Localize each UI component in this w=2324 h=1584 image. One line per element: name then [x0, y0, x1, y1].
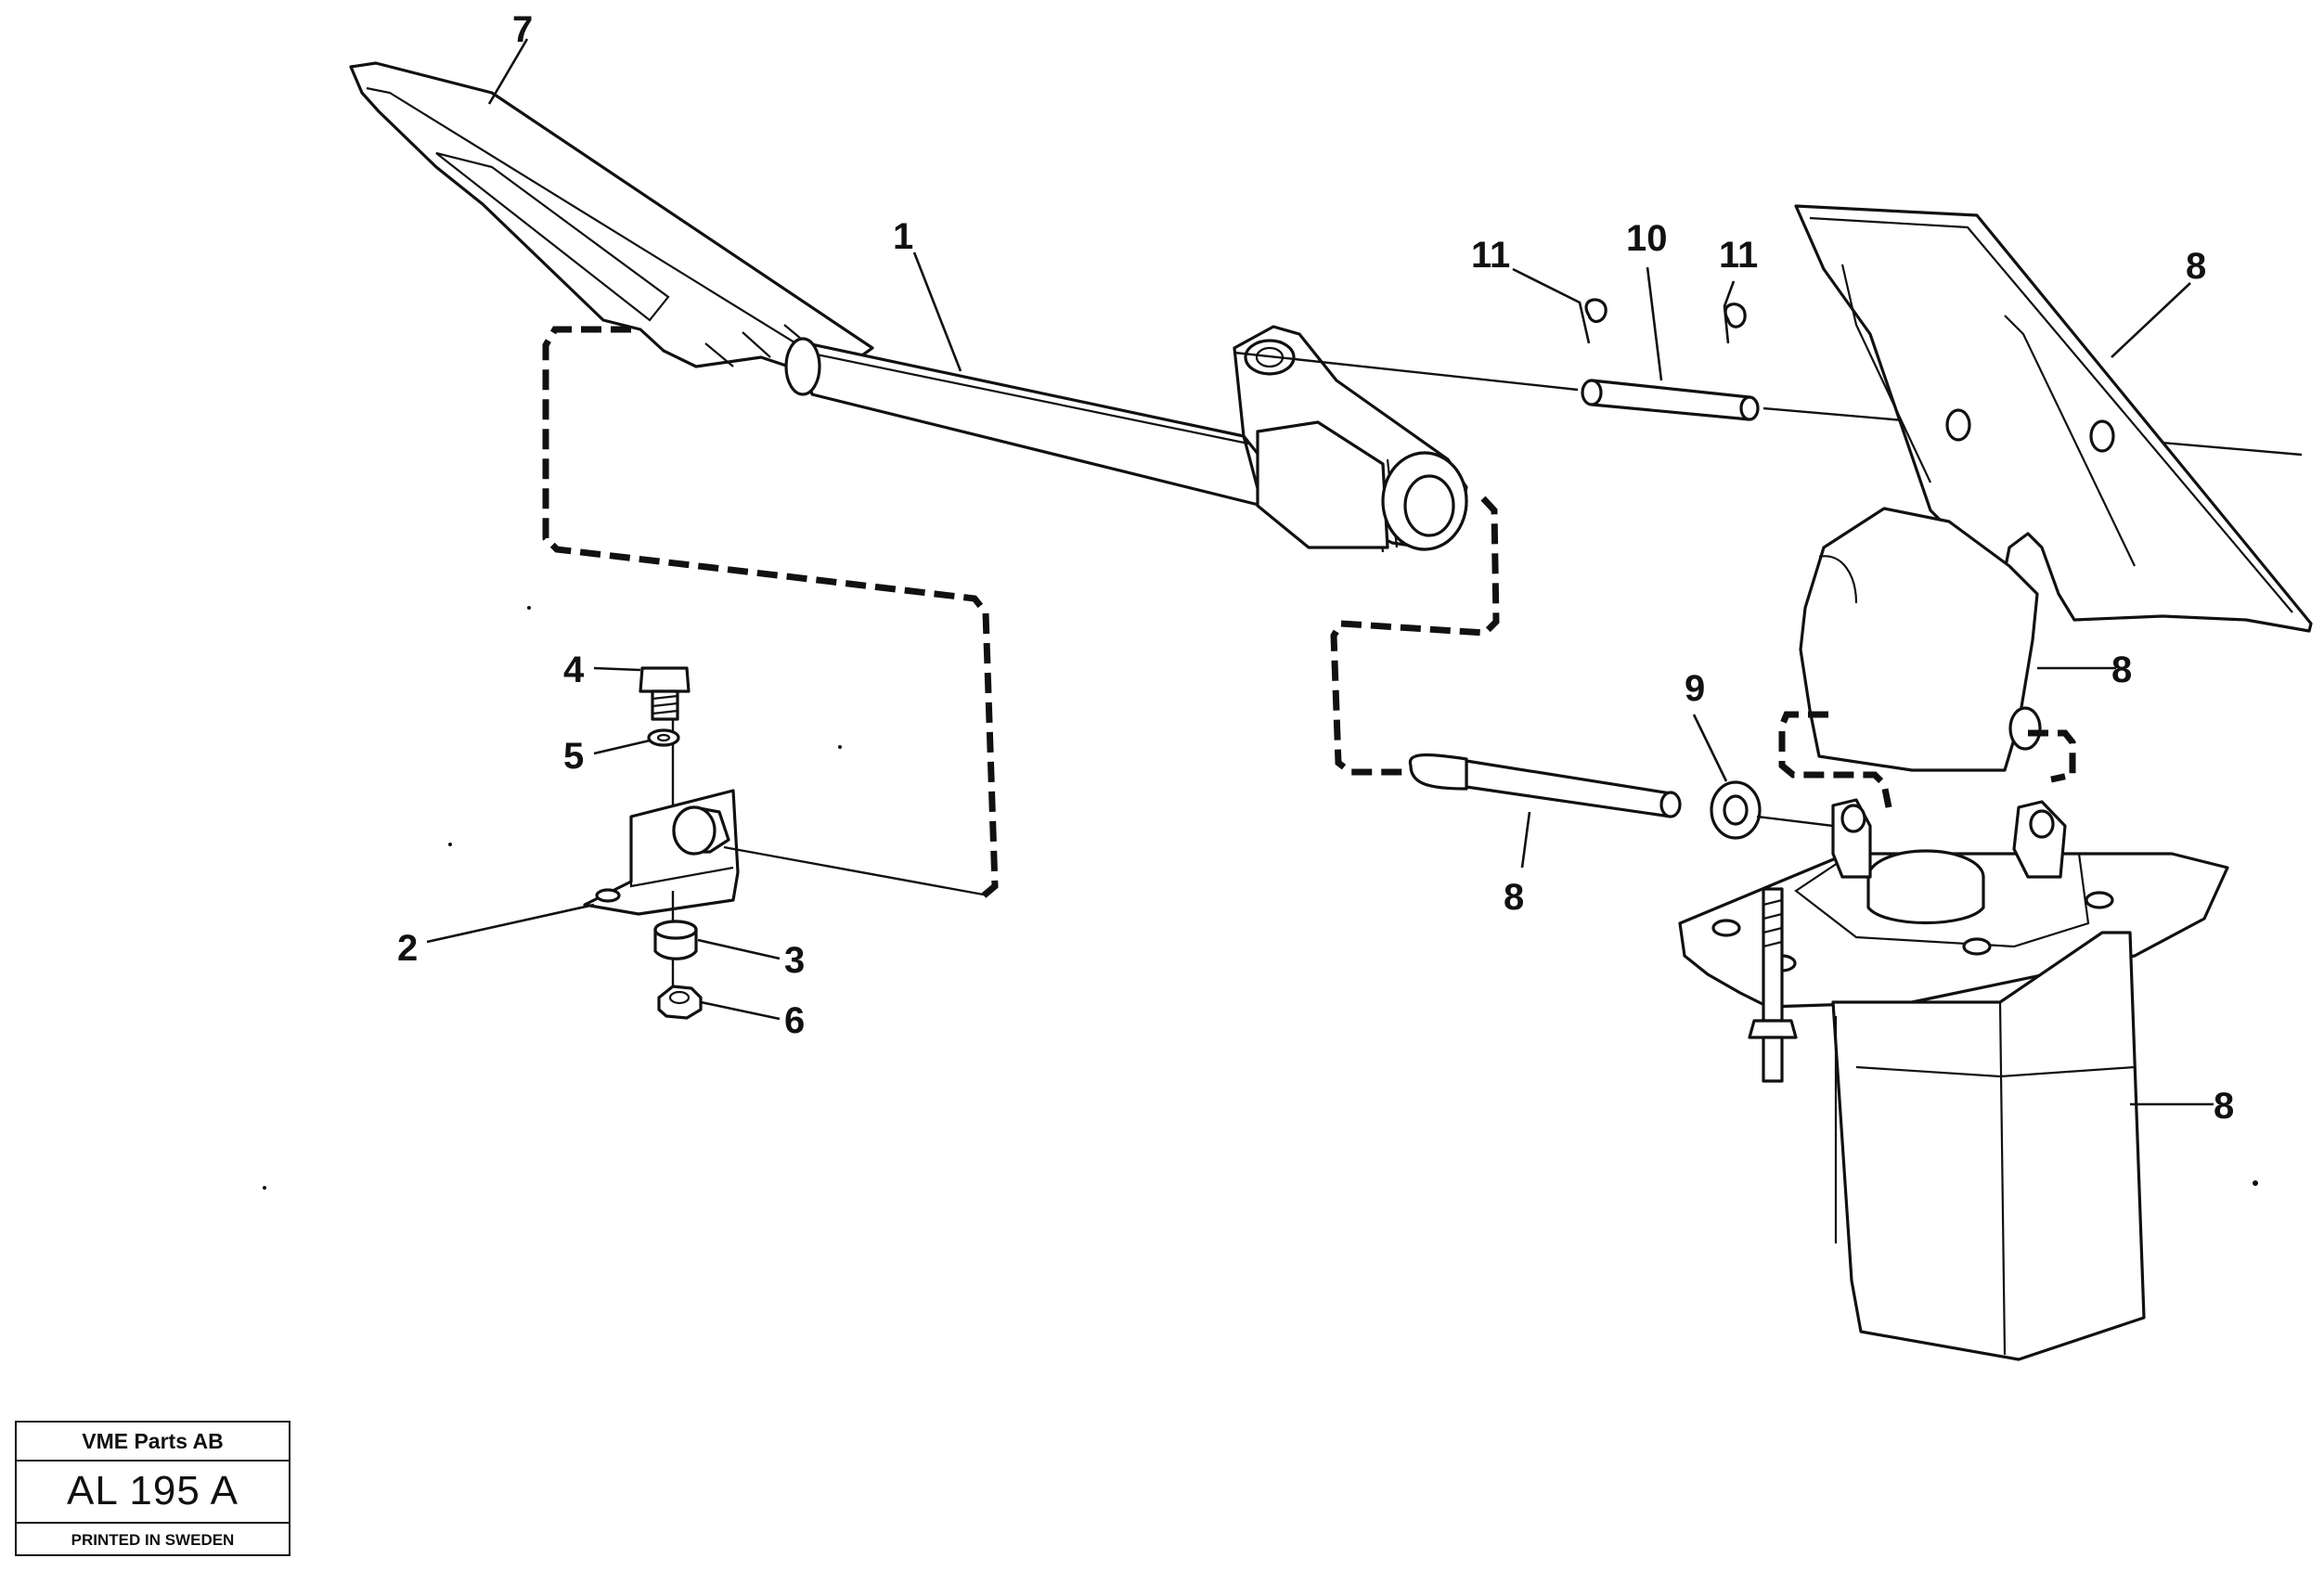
drawing-code: AL 195 A	[17, 1460, 289, 1524]
callout-8-pedal-pad: 8	[2186, 246, 2206, 287]
callout-8-bolt: 8	[1504, 877, 1524, 918]
pedal-arm-plate	[349, 61, 874, 382]
pivot-bolt	[1408, 753, 1682, 818]
callout-7: 7	[512, 9, 533, 50]
callout-9: 9	[1685, 668, 1705, 709]
stop-bracket	[583, 789, 740, 916]
bolt-axis-line	[1756, 815, 1834, 828]
callout-6: 6	[784, 1000, 805, 1041]
hex-nut	[657, 985, 703, 1020]
callout-1: 1	[893, 216, 913, 257]
callout-8-bracket: 8	[2111, 650, 2132, 690]
callout-2: 2	[397, 928, 418, 969]
dashed-link-left	[542, 326, 999, 898]
callout-3: 3	[784, 940, 805, 981]
company-name: VME Parts AB	[17, 1423, 289, 1462]
spring-washer	[647, 728, 680, 747]
scan-specks	[263, 606, 2258, 1190]
pivot-pin	[1581, 379, 1760, 421]
callout-8-housing: 8	[2214, 1086, 2234, 1127]
callout-5: 5	[563, 736, 584, 777]
retaining-clip-left	[1584, 298, 1607, 324]
washer	[1710, 780, 1762, 840]
pedal-housing	[1678, 798, 2229, 1361]
spacer	[653, 920, 698, 960]
retaining-clip-right	[1724, 303, 1747, 328]
title-block: VME Parts AB AL 195 A PRINTED IN SWEDEN	[15, 1421, 290, 1556]
leader-lines	[426, 38, 2214, 1106]
lever-shaft	[784, 325, 1468, 553]
stop-screw	[639, 666, 691, 721]
callout-labels: 7 1 11 10 11 8 8 9 4 5 8 2 3 6 8	[397, 9, 2234, 1127]
callout-4: 4	[563, 650, 585, 690]
callout-10: 10	[1626, 218, 1668, 259]
callout-11-right: 11	[1719, 235, 1758, 276]
pedal-bracket	[1799, 507, 2042, 772]
printed-note: PRINTED IN SWEDEN	[71, 1531, 235, 1549]
callout-11-left: 11	[1471, 235, 1510, 276]
dashed-link-right	[1778, 711, 2076, 808]
pedal-pad	[1794, 204, 2313, 633]
